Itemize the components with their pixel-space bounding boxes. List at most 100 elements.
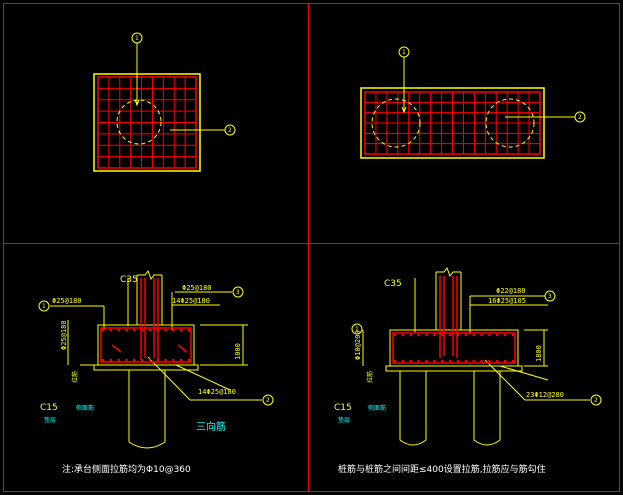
rebar-dot xyxy=(433,359,436,363)
rebar-dot xyxy=(464,359,468,363)
rebar-dot xyxy=(401,359,405,363)
marker-label: 1 xyxy=(135,35,139,42)
marker-2-section-left xyxy=(262,394,274,406)
rebar-dot xyxy=(148,328,152,332)
rebar-dot xyxy=(433,333,436,337)
rebar-dot xyxy=(179,328,183,332)
rebar-dot xyxy=(172,358,175,362)
tie-label-right: 拉筋 xyxy=(366,371,374,383)
rebar-dot xyxy=(117,328,120,332)
marker-label: 2 xyxy=(266,397,270,404)
rebar-dot xyxy=(132,358,136,362)
rebar-dot xyxy=(101,328,105,332)
rebar-dot xyxy=(456,359,460,363)
marker-2-plan-left xyxy=(224,124,236,136)
marker-1-section-left xyxy=(38,300,50,312)
marker-3-section-right xyxy=(544,290,556,302)
rebar-dot xyxy=(440,359,444,363)
rebar-dot xyxy=(456,333,460,337)
dim-height-right: 1800 xyxy=(535,345,543,362)
rebar-dot xyxy=(503,359,507,363)
rebar-dot xyxy=(425,333,428,337)
rebar-dot xyxy=(172,328,175,332)
rebar-dot xyxy=(417,359,420,363)
rebar-dot xyxy=(503,333,507,337)
cushion-label-left: 垫层 xyxy=(44,416,56,424)
plan-single-pile: 1 2 xyxy=(93,32,236,172)
marker-3-section-left xyxy=(232,286,244,298)
marker-label: 2 xyxy=(228,127,232,134)
rebar-dot xyxy=(164,328,167,332)
rebar-dot xyxy=(440,333,444,337)
rebar-dot xyxy=(409,359,413,363)
rebar-dot xyxy=(140,358,144,362)
side-note-left: 侧面筋 xyxy=(76,404,94,412)
cushion-label-right: 垫层 xyxy=(338,416,350,424)
note-left: 注:承台侧面拉筋均为Φ10@360 xyxy=(62,463,191,475)
marker-label: 1 xyxy=(402,49,406,56)
top-bar-right-label: Φ25@180 xyxy=(182,284,212,292)
rebar-dot xyxy=(164,358,167,362)
rebar-dot xyxy=(156,358,160,362)
rebar-dot xyxy=(109,358,113,362)
rebar-dot xyxy=(472,359,475,363)
rebar-dot xyxy=(488,359,491,363)
rebar-dot xyxy=(187,358,191,362)
marker-label: 1 xyxy=(42,303,46,310)
hoop-bottom-right: 23Φ12@200 xyxy=(526,391,564,399)
marker-label: 2 xyxy=(578,114,582,121)
rebar-dot xyxy=(132,328,136,332)
rebar-dot xyxy=(488,333,491,337)
rebar-dot xyxy=(156,328,160,332)
rebar-dot xyxy=(480,333,483,337)
rebar-dot xyxy=(101,358,105,362)
rebar-dot xyxy=(125,358,128,362)
rebar-dot xyxy=(511,333,515,337)
rebar-dot xyxy=(179,358,183,362)
cushion-grade-left: C15 xyxy=(40,403,58,413)
marker-2-section-right xyxy=(590,394,602,406)
rebar-dot xyxy=(495,333,499,337)
rebar-dot xyxy=(187,328,191,332)
rebar-dot xyxy=(472,333,475,337)
marker-label: 3 xyxy=(236,289,240,296)
hoop-top-right: 16Φ25@105 xyxy=(488,297,526,305)
rebar-dot xyxy=(109,328,113,332)
section-double-pile: 1 3 2 C35 Φ22@180 16Φ25@105 23Φ12@200 Φ1… xyxy=(334,266,602,475)
rebar-dot xyxy=(393,359,397,363)
rebar-dot xyxy=(117,358,120,362)
rebar-dot xyxy=(448,359,452,363)
rebar-dot xyxy=(480,359,483,363)
caption-left: 三向筋 xyxy=(196,420,226,433)
marker-1-plan-right xyxy=(398,46,410,58)
section-single-pile: 1 3 2 C35 Φ25@180 Φ25@180 14Φ25@180 14Φ2… xyxy=(38,269,274,475)
rebar-dot xyxy=(448,333,452,337)
note-right: 桩筋与桩筋之间间距≤400设置拉筋,拉筋应与筋勾住 xyxy=(338,463,546,475)
rebar-dot xyxy=(393,333,397,337)
top-bar-right: Φ22@180 xyxy=(496,287,526,295)
hoop-bottom-left: 14Φ25@180 xyxy=(198,388,236,396)
hoop-top-left: 14Φ25@180 xyxy=(172,297,210,305)
marker-2-plan-right xyxy=(574,111,586,123)
rebar-dot xyxy=(140,328,144,332)
marker-1-section-right xyxy=(351,323,363,335)
side-bar-right: Φ10@200 xyxy=(354,330,362,360)
top-bar-left: Φ25@180 xyxy=(52,297,82,305)
side-bar-left: Φ25@180 xyxy=(60,320,68,350)
concrete-grade-left: C35 xyxy=(120,275,138,285)
rebar-dot xyxy=(425,359,428,363)
sheet-frame xyxy=(3,3,620,492)
marker-label: 1 xyxy=(355,326,359,333)
rebar-dot xyxy=(464,333,468,337)
marker-label: 3 xyxy=(548,293,552,300)
rebar-dot xyxy=(409,333,413,337)
rebar-dot xyxy=(401,333,405,337)
rebar-dot xyxy=(495,359,499,363)
marker-label: 2 xyxy=(594,397,598,404)
rebar-dot xyxy=(125,328,128,332)
cushion-grade-right: C15 xyxy=(334,403,352,413)
marker-1-plan-left xyxy=(131,32,143,44)
rebar-dot xyxy=(511,359,515,363)
plan-double-pile: 1 2 xyxy=(360,46,586,159)
